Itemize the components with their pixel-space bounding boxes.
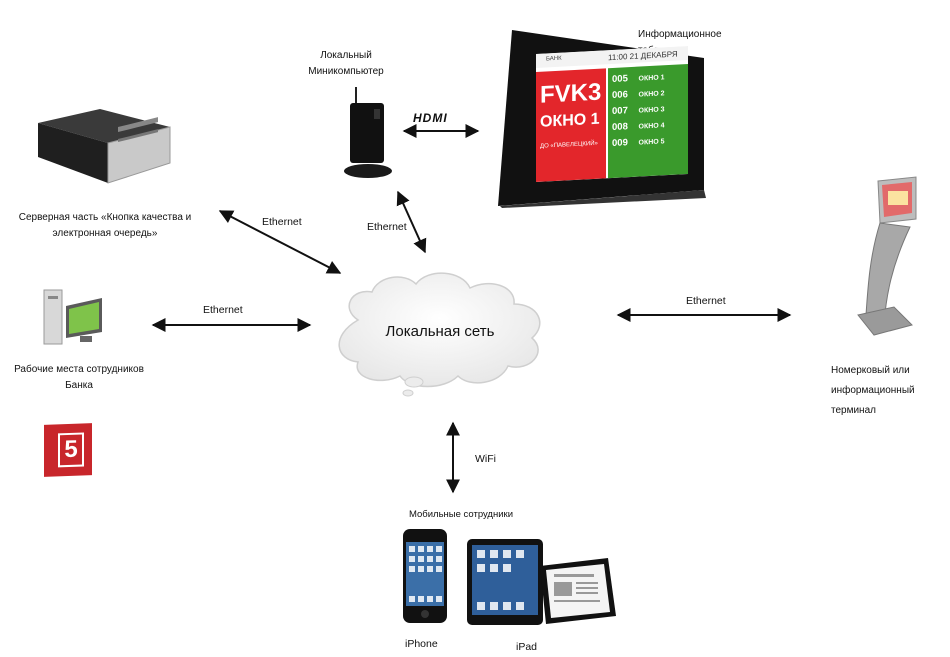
- iphone-device: [402, 528, 448, 624]
- minipc-label: Локальный Миникомпьютер: [308, 50, 384, 77]
- queue-window: ОКНО 1: [638, 74, 665, 83]
- server-link-arrow: [218, 210, 342, 274]
- server-device: [30, 105, 180, 185]
- ipad-label: iPad: [516, 641, 538, 653]
- queue-window: ОКНО 4: [638, 122, 665, 131]
- iphone-label: iPhone: [405, 638, 438, 650]
- queue-window: ОКНО 2: [638, 90, 665, 99]
- terminal-label: Номерковый или информационный терминал: [831, 365, 915, 416]
- queue-ticket: 005: [612, 73, 628, 85]
- hdmi-label: HDMI: [413, 111, 448, 125]
- workstations-ethernet-label: Ethernet: [203, 304, 243, 316]
- queue-ticket: 007: [612, 105, 628, 117]
- network-cloud: [338, 272, 541, 397]
- minipc-ethernet-label: Ethernet: [367, 221, 407, 233]
- server-label: Серверная часть «Кнопка качества и элект…: [18, 212, 192, 239]
- board-window: ОКНО 1: [540, 110, 600, 131]
- ipad-second-device: [536, 556, 618, 626]
- terminal-device: [850, 175, 920, 340]
- minipc-device: [342, 85, 397, 180]
- board-screen: БАНК 11:00 21 ДЕКАБРЯ FVK3 ОКНО 1 ДО «ПА…: [536, 46, 688, 182]
- minipc-link-arrow: [396, 190, 427, 254]
- queue-ticket: 006: [612, 89, 628, 101]
- terminal-ethernet-label: Ethernet: [686, 295, 726, 307]
- workstation-device: [40, 288, 115, 348]
- board-queue: 005 ОКНО 1 006 ОКНО 2 007 ОКНО 3 008 ОКН…: [612, 70, 688, 154]
- wifi-label: WiFi: [475, 453, 496, 465]
- workstations-label: Рабочие места сотрудников Банка: [14, 364, 144, 391]
- info-board: БАНК 11:00 21 ДЕКАБРЯ FVK3 ОКНО 1 ДО «ПА…: [498, 30, 713, 208]
- ipad-device: [466, 538, 546, 628]
- queue-ticket: 008: [612, 121, 628, 133]
- mobile-label: Мобильные сотрудники: [409, 509, 513, 520]
- queue-ticket: 009: [612, 137, 628, 149]
- queue-number-badge: 5: [44, 423, 92, 477]
- network-label: Локальная сеть: [385, 323, 495, 340]
- server-ethernet-label: Ethernet: [262, 216, 302, 228]
- board-ticket: FVK3: [540, 78, 602, 109]
- queue-window: ОКНО 3: [638, 106, 665, 115]
- board-bank-label: БАНК: [546, 55, 562, 63]
- badge-number: 5: [58, 432, 84, 468]
- queue-window: ОКНО 5: [638, 138, 665, 147]
